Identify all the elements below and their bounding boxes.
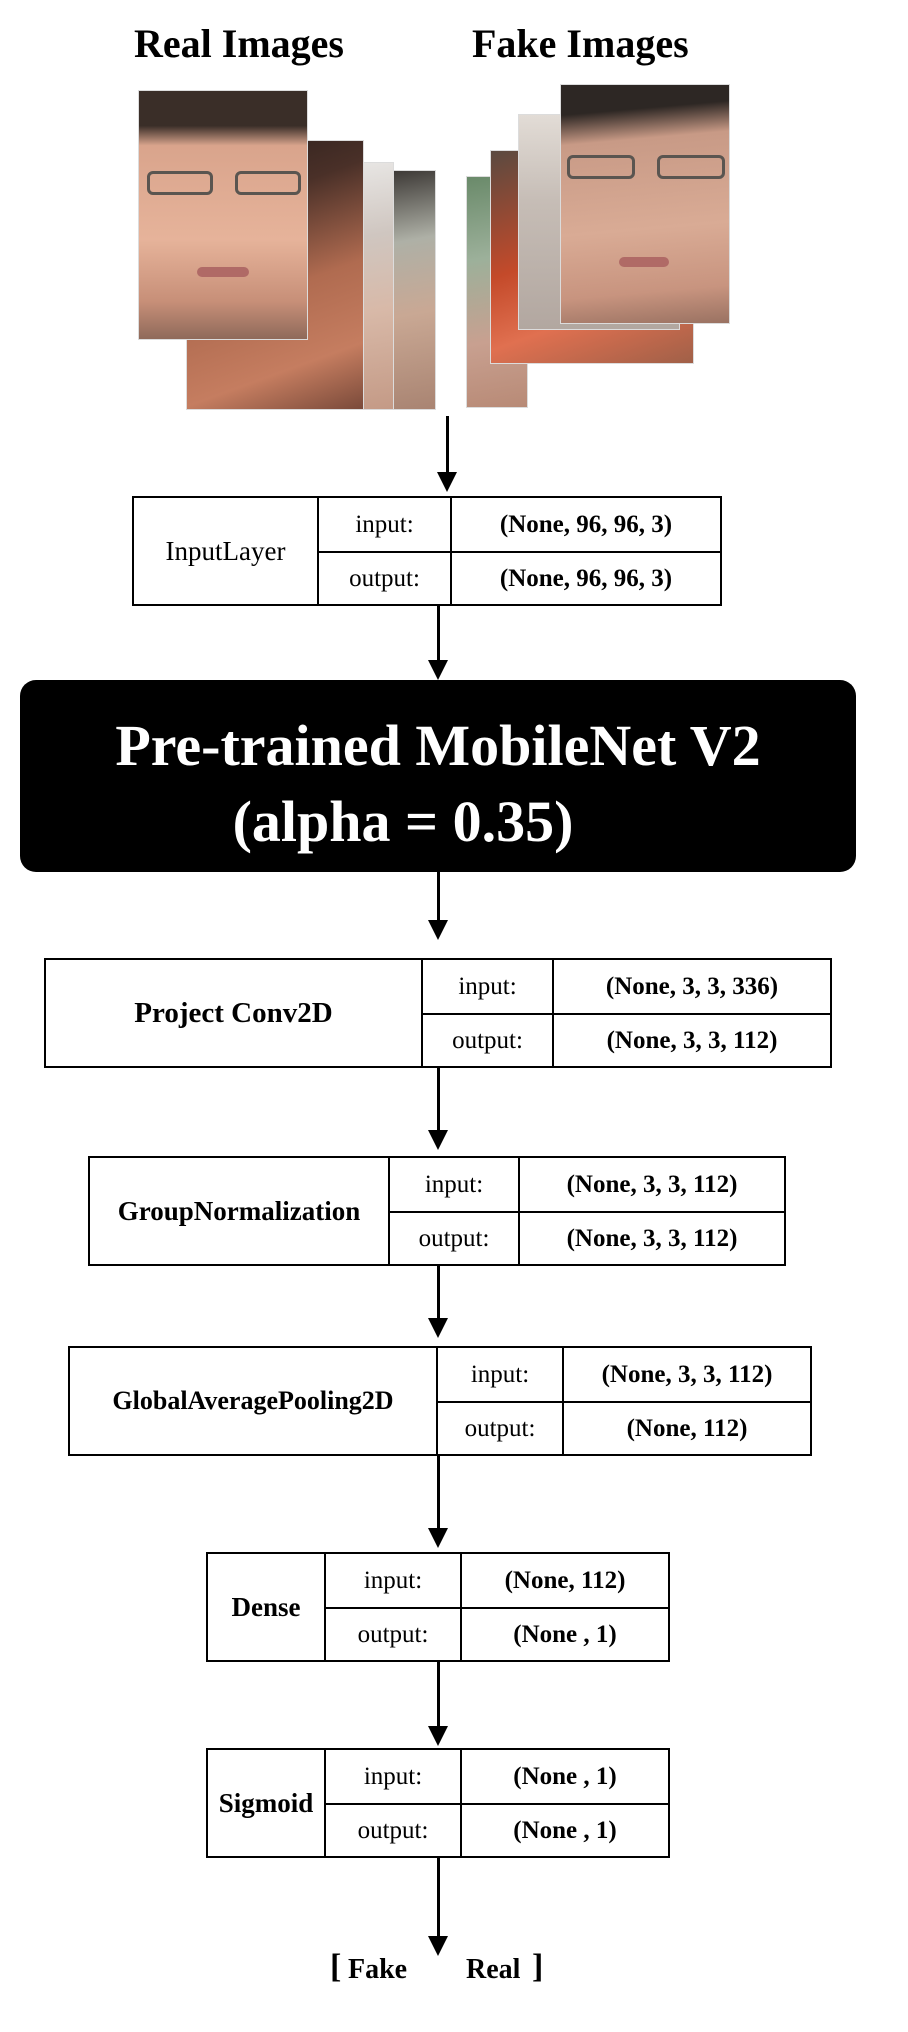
layer-name: Dense — [208, 1554, 326, 1660]
flow-arrow — [437, 606, 440, 662]
input-shape-value: (None, 3, 3, 112) — [564, 1348, 810, 1403]
real-images-title: Real Images — [134, 21, 344, 66]
output-class-fake: Fake — [348, 1954, 408, 1985]
flow-arrow-head — [428, 660, 448, 680]
output-class-real: Real — [466, 1954, 521, 1985]
flow-arrow-head — [428, 1130, 448, 1150]
input-shape-value: (None, 96, 96, 3) — [452, 498, 720, 553]
output-shape-value: (None , 1) — [513, 1816, 617, 1844]
output-bracket-open: [ — [330, 1948, 342, 1985]
layer-name: Sigmoid — [208, 1750, 326, 1856]
flow-arrow-head — [428, 1936, 448, 1956]
group-normalization-block: GroupNormalization input: (None, 3, 3, 1… — [88, 1156, 786, 1266]
fake-face-image — [560, 84, 730, 324]
backbone-alpha: (alpha = 0.35) — [232, 789, 574, 854]
flow-arrow — [437, 1456, 440, 1530]
output-label: output: — [423, 1015, 554, 1066]
layer-name: Project Conv2D — [46, 960, 423, 1066]
layer-name: InputLayer — [134, 498, 319, 604]
input-label: input: — [326, 1554, 462, 1609]
flow-arrow — [437, 872, 440, 922]
input-label: input: — [390, 1158, 520, 1213]
dense-block: Dense input: (None, 112) output: (None ,… — [206, 1552, 670, 1662]
output-shape-value: (None, 3, 3, 112) — [606, 1026, 778, 1054]
fake-images-title: Fake Images — [472, 21, 689, 66]
layer-name: GlobalAveragePooling2D — [70, 1348, 438, 1454]
flow-arrow — [437, 1266, 440, 1320]
input-shape-value: (None , 1) — [462, 1750, 668, 1805]
real-face-image — [138, 90, 308, 340]
flow-arrow-head — [428, 1726, 448, 1746]
output-label: output: — [326, 1805, 462, 1856]
sigmoid-block: Sigmoid input: (None , 1) output: (None … — [206, 1748, 670, 1858]
global-average-pooling-block: GlobalAveragePooling2D input: (None, 3, … — [68, 1346, 812, 1456]
flow-arrow — [437, 1858, 440, 1940]
input-shape-value: (None, 3, 3, 112) — [520, 1158, 784, 1213]
input-label: input: — [319, 498, 452, 553]
output-shape-value: (None, 112) — [626, 1414, 748, 1442]
flow-arrow — [446, 416, 449, 474]
output-label: output: — [438, 1403, 564, 1454]
flow-arrow-head — [428, 1528, 448, 1548]
input-label: input: — [326, 1750, 462, 1805]
input-label: input: — [423, 960, 554, 1015]
input-label: input: — [438, 1348, 564, 1403]
flow-arrow-head — [437, 472, 457, 492]
input-layer-block: InputLayer input: (None, 96, 96, 3) outp… — [132, 496, 722, 606]
output-label: output: — [390, 1213, 520, 1264]
flow-arrow — [437, 1662, 440, 1728]
input-shape-value: (None, 112) — [462, 1554, 668, 1609]
output-shape-value: (None , 1) — [513, 1620, 617, 1648]
output-bracket-close: ] — [532, 1948, 544, 1985]
backbone-title: Pre-trained MobileNet V2 — [115, 713, 761, 778]
flow-arrow-head — [428, 920, 448, 940]
output-shape-value: (None, 96, 96, 3) — [499, 564, 673, 592]
output-label: output: — [326, 1609, 462, 1660]
input-shape-value: (None, 3, 3, 336) — [554, 960, 830, 1015]
output-label: output: — [319, 553, 452, 604]
output-shape-value: (None, 3, 3, 112) — [566, 1224, 738, 1252]
project-conv2d-block: Project Conv2D input: (None, 3, 3, 336) … — [44, 958, 832, 1068]
mobilenet-backbone-block: Pre-trained MobileNet V2 (alpha = 0.35) — [20, 680, 856, 872]
flow-arrow-head — [428, 1318, 448, 1338]
flow-arrow — [437, 1068, 440, 1132]
layer-name: GroupNormalization — [90, 1158, 390, 1264]
